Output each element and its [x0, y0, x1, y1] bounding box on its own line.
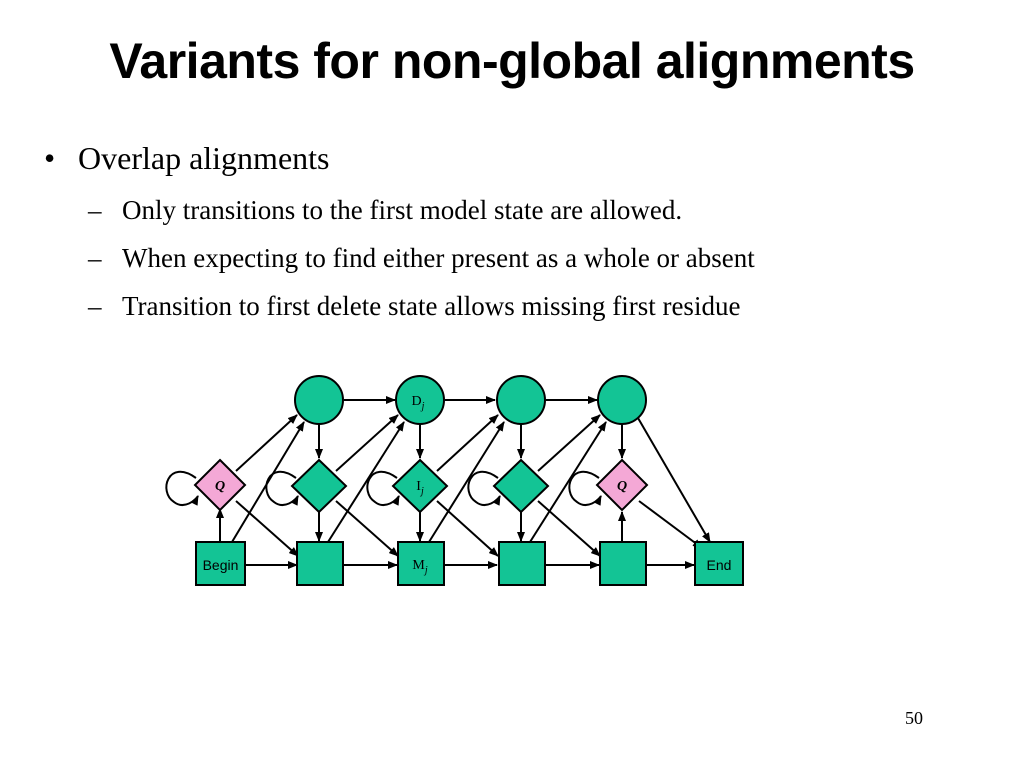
dj-subscript: j: [420, 401, 425, 412]
ij-subscript: j: [419, 486, 424, 497]
end-state: [694, 541, 744, 586]
match-state: [599, 541, 647, 586]
arrow-q-self-loop: [165, 470, 199, 506]
q-state-right: [595, 458, 649, 512]
delete-state: [496, 375, 546, 425]
arrow-q-to-match1: [235, 500, 299, 557]
match-state: [296, 541, 344, 586]
arrow-q-to-end: [638, 500, 703, 549]
arrow-insert2-to-delete3: [436, 414, 499, 472]
begin-label: Begin: [203, 557, 239, 573]
dj-letter: D: [412, 394, 422, 409]
match-state: [498, 541, 546, 586]
bullet-text: Overlap alignments: [78, 140, 330, 176]
arrow-insert1-self-loop: [265, 470, 299, 506]
bullet-mark: •: [44, 140, 56, 176]
mj-label: Mj: [412, 558, 427, 576]
dj-label: Dj: [412, 394, 425, 412]
arrow-insert3-to-match4: [537, 500, 601, 557]
match-state-mj: [397, 541, 445, 586]
dash-mark: –: [88, 243, 102, 273]
dash-mark: –: [88, 291, 102, 321]
ij-label: Ij: [416, 479, 424, 497]
ij-letter: I: [416, 479, 421, 494]
arrow-delete4-to-end: [637, 417, 711, 543]
arrow-insert2-self-loop: [366, 470, 400, 506]
delete-state-dj: [395, 375, 445, 425]
insert-state: [290, 458, 348, 514]
begin-state: [195, 541, 246, 586]
arrow-insert2-to-match3: [436, 500, 499, 557]
sub-bullet-text: Transition to first delete state allows …: [122, 291, 741, 321]
dash-mark: –: [88, 195, 102, 225]
page-number: 50: [905, 708, 923, 728]
arrow-match1-to-delete2: [327, 421, 405, 543]
end-label: End: [707, 557, 732, 573]
insert-states: [193, 458, 649, 514]
insert-state-ij: [391, 458, 449, 514]
mj-subscript: j: [423, 565, 428, 576]
mj-letter: M: [412, 558, 425, 573]
arrow-insert3-self-loop: [467, 470, 501, 506]
q-left-label: Q: [215, 479, 225, 494]
q-state-left: [193, 458, 247, 512]
transition-arrows: [165, 396, 711, 569]
arrow-q-to-delete1: [235, 414, 298, 472]
sub-bullet-text: When expecting to find either present as…: [122, 243, 755, 273]
slide-title: Variants for non-global alignments: [109, 33, 915, 89]
arrow-q-right-self-loop: [568, 470, 602, 506]
q-right-label: Q: [617, 479, 627, 494]
insert-state: [492, 458, 550, 514]
arrow-match3-to-delete4: [529, 421, 607, 543]
match-states: [195, 541, 744, 586]
sub-bullet-text: Only transitions to the first model stat…: [122, 195, 683, 225]
arrow-insert1-to-delete2: [335, 414, 399, 472]
delete-state: [597, 375, 647, 425]
delete-state: [294, 375, 344, 425]
delete-states: [294, 375, 647, 425]
arrow-insert1-to-match2: [335, 500, 399, 557]
arrow-match2-to-delete3: [428, 421, 505, 543]
arrow-insert3-to-delete4: [537, 414, 601, 472]
